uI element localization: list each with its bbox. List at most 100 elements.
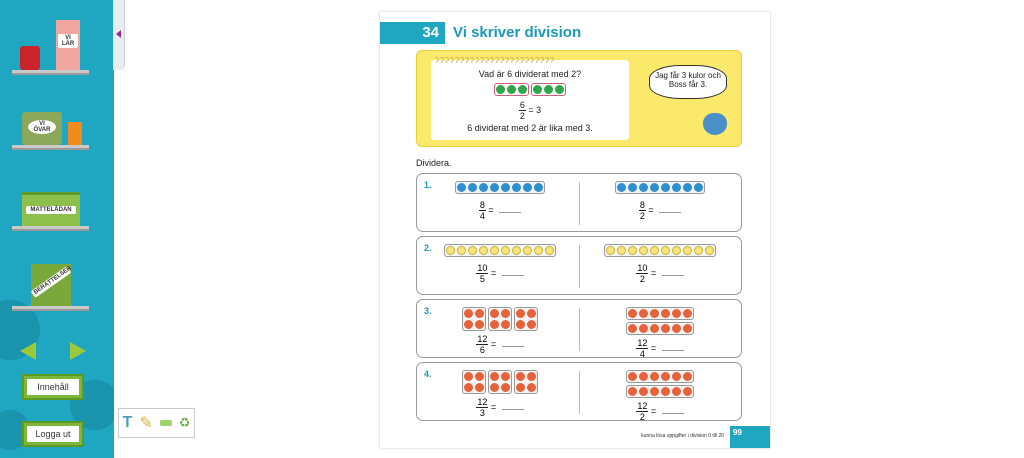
dot-group <box>462 307 486 331</box>
marble <box>507 85 516 94</box>
contents-button[interactable]: Innehåll <box>22 374 84 400</box>
marble <box>672 183 681 192</box>
numerator: 12 <box>636 401 649 412</box>
answer-blank[interactable] <box>659 211 682 213</box>
marble <box>617 183 626 192</box>
marble <box>661 246 670 255</box>
marble <box>628 324 637 333</box>
marble <box>534 183 543 192</box>
marble <box>464 372 473 381</box>
marble <box>479 183 488 192</box>
text-tool-icon[interactable]: T <box>122 414 133 431</box>
marble <box>606 246 615 255</box>
marble <box>650 324 659 333</box>
eraser-tool-icon[interactable] <box>159 420 172 426</box>
denominator: 5 <box>479 274 485 284</box>
marble <box>639 387 648 396</box>
marble-groups <box>626 370 694 398</box>
marble-groups <box>462 370 538 394</box>
marble <box>490 183 499 192</box>
dot-group <box>514 307 538 331</box>
marble <box>672 309 681 318</box>
collapse-arrow-icon <box>116 30 121 38</box>
pencil-tool-icon[interactable]: ✎ <box>139 415 153 432</box>
answer-blank[interactable] <box>661 412 684 414</box>
marble <box>694 183 703 192</box>
dot-group <box>626 370 694 383</box>
dot-group <box>494 83 529 96</box>
dot-group <box>462 370 486 394</box>
marble <box>468 246 477 255</box>
marble <box>496 85 505 94</box>
shelf-vi-lar[interactable]: VI LÄR <box>20 18 82 70</box>
marble <box>639 309 648 318</box>
numerator: 8 <box>638 200 646 211</box>
marble-groups <box>462 307 538 331</box>
marble <box>533 85 542 94</box>
shelf-berattelser[interactable]: BERÄTTELSER <box>30 264 73 306</box>
marble <box>628 183 637 192</box>
marble <box>683 246 692 255</box>
marble <box>683 324 692 333</box>
page-footer: kunna lösa uppgifter i division 0 till 2… <box>641 433 724 439</box>
dot-group <box>455 181 545 194</box>
marble-groups <box>455 181 545 194</box>
answer-blank[interactable] <box>661 274 684 276</box>
shelf <box>12 70 89 75</box>
marble-groups <box>615 181 705 194</box>
previous-arrow-icon[interactable] <box>20 342 36 360</box>
marble <box>617 246 626 255</box>
denominator: 6 <box>479 345 485 355</box>
marble <box>527 383 536 392</box>
marble <box>650 309 659 318</box>
collapse-sidebar-tab[interactable] <box>113 0 125 70</box>
marble <box>479 246 488 255</box>
answer-blank[interactable] <box>501 408 524 410</box>
marble <box>628 387 637 396</box>
answer-blank[interactable] <box>661 349 684 351</box>
marble <box>501 246 510 255</box>
intro-dots <box>494 83 566 96</box>
marble <box>694 246 703 255</box>
logout-button[interactable]: Logga ut <box>22 421 84 447</box>
marble <box>555 85 564 94</box>
marble <box>464 320 473 329</box>
next-arrow-icon[interactable] <box>70 342 86 360</box>
answer-blank[interactable] <box>499 211 522 213</box>
magic-hat-icon <box>20 46 40 70</box>
marble <box>501 320 510 329</box>
answer-blank[interactable] <box>501 345 524 347</box>
numerator: 10 <box>636 263 649 274</box>
intro-statement: 6 dividerat med 2 är lika med 3. <box>467 123 593 133</box>
marble <box>457 183 466 192</box>
dot-group <box>626 322 694 335</box>
marble <box>683 372 692 381</box>
shelf-mattéladan[interactable]: MATTELÅDAN <box>22 192 80 226</box>
recycle-bin-icon[interactable]: ♻ <box>178 415 191 430</box>
divider <box>579 371 580 414</box>
marble <box>501 383 510 392</box>
answer-blank[interactable] <box>501 274 524 276</box>
intro-box: ʔʔʔʔʔʔʔʔʔʔʔʔʔʔʔʔʔʔʔʔʔʔʔʔ Vad är 6 divide… <box>416 50 742 147</box>
marble <box>501 309 510 318</box>
marble <box>683 183 692 192</box>
shelf-vi-ovar[interactable]: VI ÖVAR <box>18 110 86 145</box>
divider <box>579 308 580 351</box>
shelf <box>12 226 89 231</box>
marble <box>518 85 527 94</box>
dot-group <box>626 307 694 320</box>
marble <box>512 183 521 192</box>
